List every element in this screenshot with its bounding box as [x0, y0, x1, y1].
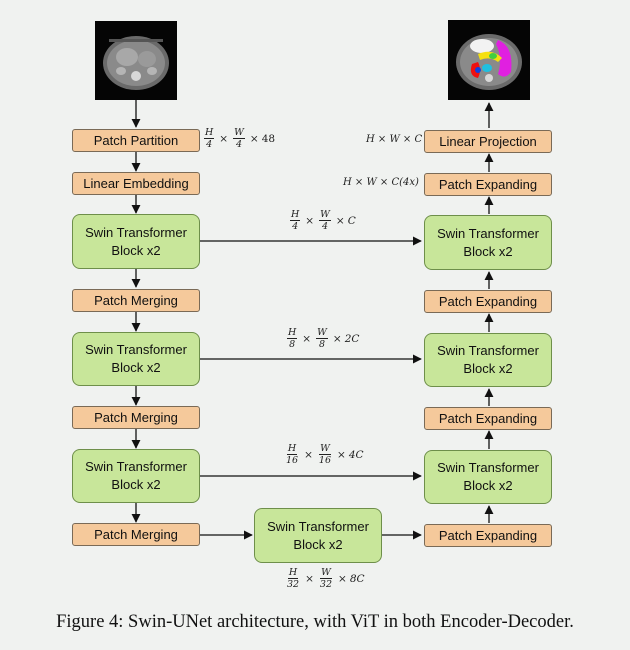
encoder-patch-merging-1: Patch Merging	[72, 289, 200, 312]
dim-label-patch-expanding-top: H × W × C(4x)	[343, 177, 419, 188]
encoder-patch-merging-2: Patch Merging	[72, 406, 200, 429]
decoder-linear-projection: Linear Projection	[424, 130, 552, 153]
encoder-swin-block-2: Swin Transformer Block x2	[72, 332, 200, 386]
decoder-swin-block-3: Swin Transformer Block x2	[424, 450, 552, 504]
dim-label-linear-projection: H × W × C	[366, 134, 423, 145]
decoder-swin-block-2: Swin Transformer Block x2	[424, 333, 552, 387]
encoder-patch-merging-3: Patch Merging	[72, 523, 200, 546]
decoder-patch-expanding-3: Patch Expanding	[424, 407, 552, 430]
decoder-patch-expanding-2: Patch Expanding	[424, 290, 552, 313]
decoder-swin-block-1: Swin Transformer Block x2	[424, 215, 552, 270]
input-ct-image	[95, 21, 177, 100]
encoder-swin-block-3: Swin Transformer Block x2	[72, 449, 200, 503]
encoder-linear-embedding: Linear Embedding	[72, 172, 200, 195]
encoder-patch-partition: Patch Partition	[72, 129, 200, 152]
decoder-patch-expanding-1: Patch Expanding	[424, 173, 552, 196]
output-segmentation-image	[448, 20, 530, 100]
decoder-patch-expanding-4: Patch Expanding	[424, 524, 552, 547]
bottleneck-swin-block: Swin Transformer Block x2	[254, 508, 382, 563]
figure-caption: Figure 4: Swin-UNet architecture, with V…	[56, 612, 574, 632]
encoder-swin-block-1: Swin Transformer Block x2	[72, 214, 200, 269]
